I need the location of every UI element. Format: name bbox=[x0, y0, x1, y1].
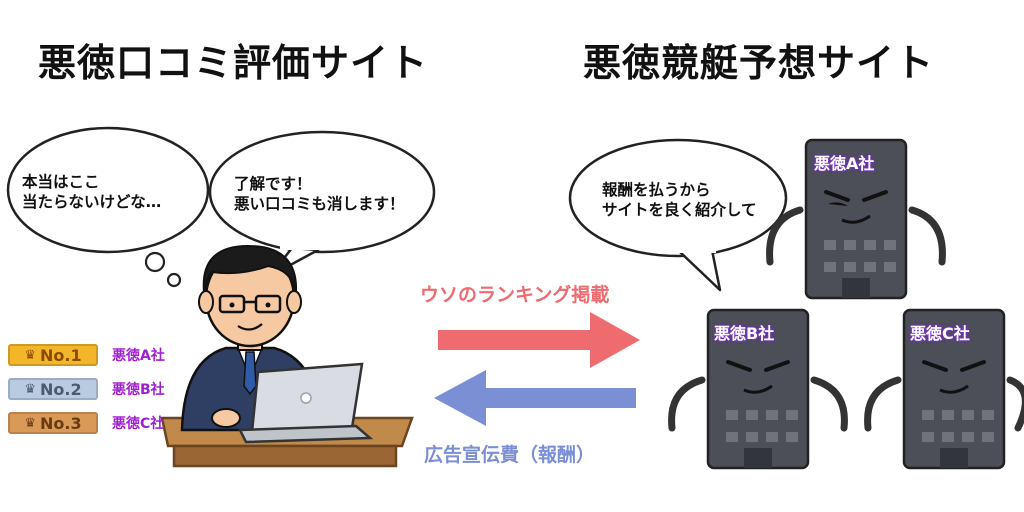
thought-bubble bbox=[6, 126, 210, 288]
rank-label: No.2 bbox=[40, 379, 82, 399]
rank-badge: ♛ No.2 bbox=[8, 378, 98, 400]
crown-icon: ♛ bbox=[24, 347, 37, 363]
rank-label: No.3 bbox=[40, 413, 82, 433]
company-speech-text: 報酬を払うから サイトを良く紹介して bbox=[602, 181, 757, 219]
rank-label: No.1 bbox=[40, 345, 82, 365]
evil-building-c bbox=[864, 308, 1024, 470]
arrow-to-right bbox=[438, 312, 640, 368]
rank-company-name: 悪徳B社 bbox=[112, 382, 165, 398]
left-title: 悪徳口コミ評価サイト bbox=[38, 41, 429, 85]
ad-fee-label: 広告宣伝費（報酬） bbox=[424, 444, 596, 466]
fake-ranking-label: ウソのランキング掲載 bbox=[420, 284, 610, 306]
rank-badge: ♛ No.3 bbox=[8, 412, 98, 434]
evil-building-a bbox=[766, 138, 946, 300]
company-a-label: 悪徳A社 bbox=[814, 154, 875, 173]
company-speech-bubble bbox=[568, 138, 788, 292]
crown-icon: ♛ bbox=[24, 415, 37, 431]
thought-bubble-text: 本当はここ 当たらないけどな… bbox=[22, 173, 162, 211]
speech-bubble-text: 了解です！ 悪い口コミも消します！ bbox=[234, 175, 405, 213]
laptop-icon bbox=[238, 362, 374, 444]
company-b-label: 悪徳B社 bbox=[714, 324, 775, 343]
rank-badge: ♛ No.1 bbox=[8, 344, 98, 366]
evil-building-b bbox=[668, 308, 848, 470]
company-c-label: 悪徳C社 bbox=[910, 324, 970, 343]
arrow-to-left bbox=[434, 370, 636, 426]
crown-icon: ♛ bbox=[24, 381, 37, 397]
right-title: 悪徳競艇予想サイト bbox=[583, 41, 935, 85]
rank-company-name: 悪徳A社 bbox=[112, 348, 165, 364]
ranking-row-3: ♛ No.3 悪徳C社 bbox=[8, 412, 164, 434]
rank-company-name: 悪徳C社 bbox=[112, 416, 165, 432]
ranking-row-1: ♛ No.1 悪徳A社 bbox=[8, 344, 165, 366]
ranking-row-2: ♛ No.2 悪徳B社 bbox=[8, 378, 165, 400]
